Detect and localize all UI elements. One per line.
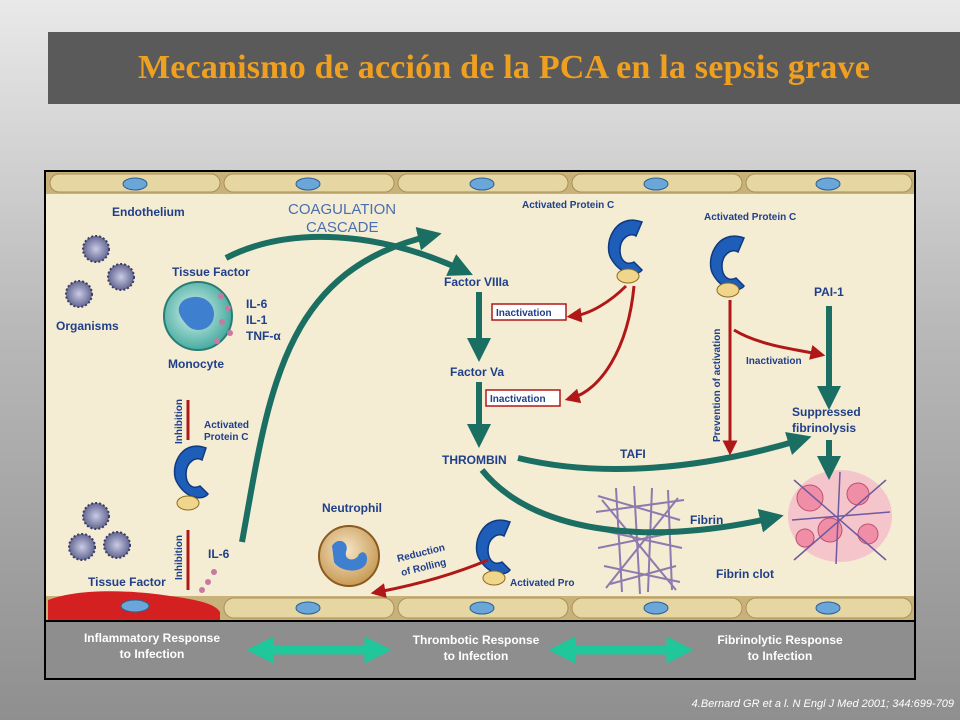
label-response-thrombotic-2: to Infection xyxy=(444,649,509,663)
label-response-inflammatory-1: Inflammatory Response xyxy=(84,631,220,645)
arrow-tissue-factor-to-factor-viiia xyxy=(224,233,473,276)
label-prevention: Prevention of activation xyxy=(712,329,723,442)
label-factor-va: Factor Va xyxy=(450,365,504,379)
arrow-reduction-rolling xyxy=(370,558,489,598)
label-cascade-2: CASCADE xyxy=(306,219,379,236)
label-organisms: Organisms xyxy=(56,319,119,333)
endothelium-top xyxy=(46,172,914,194)
label-tnf: TNF-α xyxy=(246,329,281,343)
label-il1: IL-1 xyxy=(246,313,268,327)
label-factor-viiia: Factor VIIIa xyxy=(444,275,509,289)
label-il6-lower: IL-6 xyxy=(208,547,230,561)
arrow-pc-inactivate-pai1 xyxy=(733,328,826,360)
page-title: Mecanismo de acción de la PCA en la seps… xyxy=(137,49,871,86)
label-suppressed-1: Suppressed xyxy=(792,405,861,419)
neutrophil-icon xyxy=(318,525,380,587)
label-tissue-factor-top: Tissue Factor xyxy=(172,265,250,279)
monocyte-icon xyxy=(163,281,233,351)
label-endothelium: Endothelium xyxy=(112,205,185,219)
label-il6: IL-6 xyxy=(246,297,268,311)
label-suppressed-2: fibrinolysis xyxy=(792,421,856,435)
label-tafi: TAFI xyxy=(620,447,646,461)
label-response-inflammatory-2: to Infection xyxy=(120,647,185,661)
label-tissue-factor-bottom: Tissue Factor xyxy=(88,575,166,589)
label-response-thrombotic-1: Thrombotic Response xyxy=(413,633,540,647)
label-activated-pro-bottom: Activated Pro xyxy=(510,578,574,589)
label-inactivation-2: Inactivation xyxy=(490,394,546,405)
label-inactivation-right: Inactivation xyxy=(746,356,802,367)
cytokine-dots xyxy=(199,569,217,593)
organism-icon xyxy=(68,502,131,561)
inactivation-box xyxy=(485,389,561,407)
label-activated-pc-left-1: Activated xyxy=(204,420,249,431)
title-bar: Mecanismo de acción de la PCA en la seps… xyxy=(48,32,960,104)
arrow-il6-to-cascade xyxy=(239,226,442,543)
label-activated-pc-top-right: Activated Protein C xyxy=(704,212,796,223)
label-fibrin-clot: Fibrin clot xyxy=(716,567,774,581)
label-inhibition-upper: Inhibition xyxy=(174,399,185,444)
label-pai1: PAI-1 xyxy=(814,285,844,299)
fibrin-mesh xyxy=(595,485,687,595)
label-inhibition-lower: Inhibition xyxy=(174,535,185,580)
arrow-pc-inactivate-va xyxy=(564,285,636,404)
organism-icon xyxy=(65,235,135,308)
label-response-fibrinolytic-1: Fibrinolytic Response xyxy=(717,633,843,647)
label-inactivation-1: Inactivation xyxy=(496,308,552,319)
label-thrombin: THROMBIN xyxy=(442,453,507,467)
protein-c-icon xyxy=(607,219,644,284)
label-fibrin: Fibrin xyxy=(690,513,723,527)
citation: 4.Bernard GR et a l. N Engl J Med 2001; … xyxy=(691,698,954,710)
inactivation-box xyxy=(491,303,567,321)
arrow-thrombin-to-fibrin xyxy=(479,468,784,536)
label-activated-pc-top-center: Activated Protein C xyxy=(522,200,614,211)
label-monocyte: Monocyte xyxy=(168,357,224,371)
protein-c-icon xyxy=(173,445,209,511)
label-cascade-1: COAGULATION xyxy=(288,201,396,218)
arrow-thrombin-to-tafi xyxy=(517,431,812,472)
protein-c-icon xyxy=(709,235,746,298)
label-neutrophil: Neutrophil xyxy=(322,501,382,515)
fibrin-clot xyxy=(788,470,892,565)
label-response-fibrinolytic-2: to Infection xyxy=(748,649,813,663)
label-activated-pc-left-2: Protein C xyxy=(204,432,248,443)
injured-cell-nucleus xyxy=(120,599,150,613)
response-band xyxy=(46,622,914,678)
arrow-pc-inactivate-viiia xyxy=(566,284,628,323)
